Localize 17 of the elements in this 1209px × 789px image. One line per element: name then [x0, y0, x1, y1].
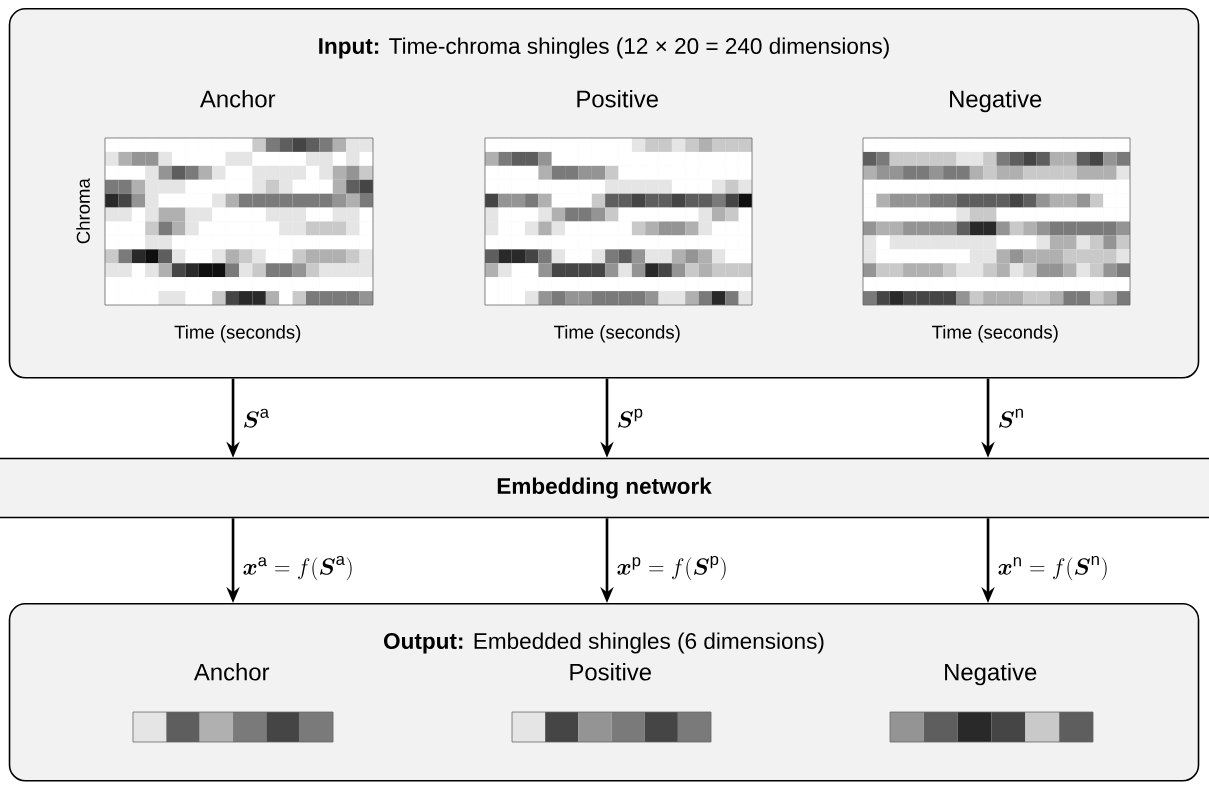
edge-label: $\boldsymbol{S}^{\mathrm{n}}$: [999, 408, 1023, 428]
edge-label: $\boldsymbol{x}^{\mathrm{n}} = f(\boldsymbol{S}^{\mathrm{n}})$: [998, 555, 1107, 581]
edge-label: $\boldsymbol{S}^{\mathrm{p}}$: [618, 408, 643, 428]
heatmap-title: Anchor: [193, 663, 270, 681]
edge-label: $\boldsymbol{x}^{\mathrm{a}} = f(\boldsymbol{S}^{\mathrm{a}})$: [243, 555, 352, 581]
axis-label: Chroma: [76, 178, 90, 244]
heatmap-title: Negative: [950, 89, 1042, 113]
axis-label: Time (seconds): [932, 325, 1058, 343]
heatmap-title: Positive: [577, 89, 658, 108]
heatmap-title: Negative: [945, 663, 1037, 686]
network-box: Embedding network: [0, 457, 1209, 519]
edge-label: $\boldsymbol{S}^{\mathrm{a}}$: [244, 408, 269, 428]
axis-label: Time (seconds): [174, 325, 301, 343]
heatmap-title: Anchor: [199, 89, 276, 108]
heatmap-title: Positive: [570, 663, 651, 681]
edge-label: $\boldsymbol{x}^{\mathrm{p}} = f(\boldsymbol{S}^{\mathrm{p}})$: [617, 555, 726, 581]
axis-label: Time (seconds): [554, 325, 680, 343]
